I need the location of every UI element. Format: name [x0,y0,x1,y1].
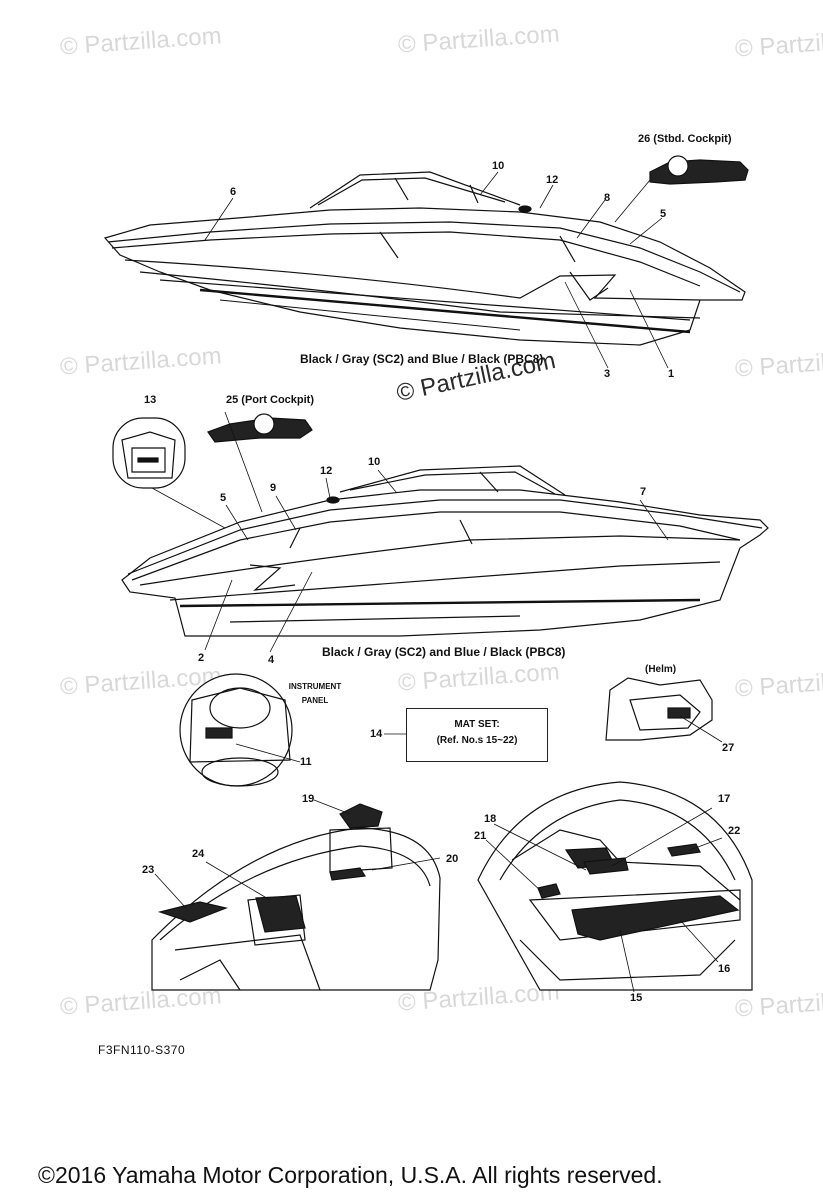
callout-8: 8 [604,192,611,204]
callout-10-port: 10 [368,456,381,468]
mat-set-title: MAT SET: [454,719,500,730]
inset-13 [112,417,186,489]
port-cockpit-decal [207,413,313,443]
callout-9: 9 [270,482,277,494]
callout-14: 14 [370,728,383,740]
cockpit-seating-view [477,781,753,991]
callout-12: 12 [546,174,559,186]
callout-20: 20 [446,853,459,865]
callout-5-port: 5 [220,492,227,504]
callout-19: 19 [302,793,315,805]
instrument-panel-label: INSTRUMENT PANEL [280,680,350,708]
callout-6: 6 [230,186,237,198]
callout-17: 17 [718,793,731,805]
callout-3: 3 [604,368,611,380]
instrument-label-line2: PANEL [301,696,329,705]
caption-middle-boat: Black / Gray (SC2) and Blue / Black (PBC… [322,645,566,659]
callout-22: 22 [728,825,741,837]
mat-set-subtitle: (Ref. No.s 15~22) [436,735,518,746]
instrument-panel-inset [179,673,301,787]
callout-7: 7 [640,486,647,498]
callout-4: 4 [268,654,275,666]
callout-18: 18 [484,813,497,825]
callout-25: 25 (Port Cockpit) [226,394,315,406]
callout-26: 26 (Stbd. Cockpit) [638,133,732,145]
callout-5: 5 [660,208,667,220]
callout-16: 16 [718,963,731,975]
boat-starboard-side [103,171,746,346]
helm-part [605,677,723,743]
callout-11: 11 [300,756,312,768]
callout-24: 24 [192,848,205,860]
bow-seating-view [151,803,441,991]
mat-set-box: MAT SET: (Ref. No.s 15~22) [406,708,548,762]
callout-13: 13 [144,394,157,406]
callout-27: 27 [722,742,735,754]
callout-1: 1 [668,368,675,380]
callout-23: 23 [142,864,155,876]
leader-lines-top [204,171,669,369]
callout-21: 21 [474,830,487,842]
leader-lines-bow [154,799,441,909]
callout-2: 2 [198,652,205,664]
leader-lines-cockpit [485,807,723,993]
callout-12-port: 12 [320,465,333,477]
reference-code: F3FN110-S370 [98,1043,186,1057]
callout-15: 15 [630,992,643,1004]
callout-10: 10 [492,160,505,172]
instrument-label-line1: INSTRUMENT [288,682,342,691]
copyright-notice: ©2016 Yamaha Motor Corporation, U.S.A. A… [38,1162,663,1188]
stbd-cockpit-decal [649,155,749,185]
caption-top-boat: Black / Gray (SC2) and Blue / Black (PBC… [300,352,544,366]
boat-port-side [121,465,769,637]
caption-helm: (Helm) [645,664,677,675]
leader-lines-middle [151,411,669,653]
